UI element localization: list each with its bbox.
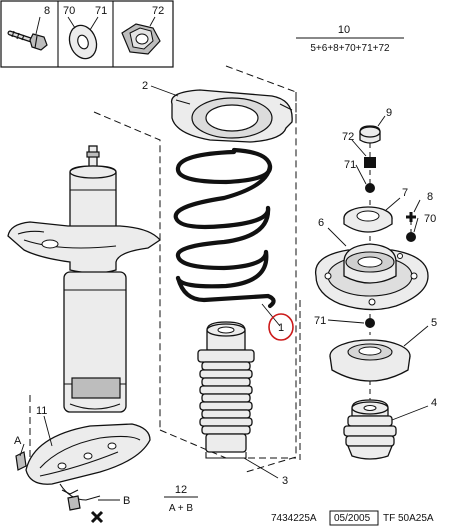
kit-code: 10 <box>338 24 350 36</box>
locknut-icon <box>121 23 161 55</box>
dust-boot <box>197 321 255 459</box>
callout-5: 5 <box>431 317 437 329</box>
callout-70: 70 <box>424 213 436 225</box>
screw-symbol <box>406 212 416 222</box>
callout-1-highlight <box>268 313 294 341</box>
thrust-bearing <box>329 339 411 382</box>
nut-symbol <box>364 157 376 168</box>
legend-label-72: 72 <box>152 5 164 17</box>
callout-71-lower: 71 <box>314 315 326 327</box>
callout-71-upper: 71 <box>344 159 356 171</box>
kit-formula: 10 5+6+8+70+71+72 <box>296 24 404 54</box>
parts-legend: 8 70 71 72 <box>0 0 174 68</box>
strut-mount <box>314 243 429 311</box>
footer-code: TF 50A25A <box>383 513 434 524</box>
callout-72: 72 <box>342 131 354 143</box>
boot-bellows <box>199 361 253 453</box>
washer-symbol-top <box>365 183 375 193</box>
bolt-icon <box>7 30 48 51</box>
leader-lines <box>19 85 429 501</box>
washer-symbol-side <box>406 232 416 242</box>
kit-formula-text: 5+6+8+70+71+72 <box>310 43 390 54</box>
callout-8: 8 <box>427 191 433 203</box>
footer-ref: 7434225A <box>271 513 317 524</box>
group-formula-text: A + B <box>169 503 194 514</box>
side-letter-a: A <box>14 435 22 447</box>
callout-7: 7 <box>402 187 408 199</box>
coil-spring <box>173 147 276 309</box>
washer-symbol-lower <box>365 318 375 328</box>
shock-absorber <box>7 145 161 413</box>
callout-4: 4 <box>431 397 437 409</box>
callout-labels: 1 2 3 4 5 6 7 8 9 11 70 71 71 72 A B <box>14 80 437 507</box>
legend-label-70: 70 <box>63 5 75 17</box>
footer-date: 05/2005 <box>334 513 371 524</box>
splash-shield <box>15 423 151 511</box>
legend-label-71: 71 <box>95 5 107 17</box>
callout-1: 1 <box>278 322 284 334</box>
group-code: 12 <box>175 484 187 496</box>
side-letter-b: B <box>123 495 130 507</box>
footer-reference: 7434225A 05/2005 TF 50A25A <box>271 510 434 526</box>
group-formula: 12 A + B <box>164 484 198 514</box>
bearing-plate <box>343 206 393 233</box>
top-cap <box>359 125 381 144</box>
callout-6: 6 <box>318 217 324 229</box>
clip-icon <box>90 510 104 524</box>
callout-2: 2 <box>142 80 148 92</box>
bump-stop <box>343 399 397 460</box>
callout-3: 3 <box>282 475 288 487</box>
callout-11: 11 <box>36 405 47 417</box>
upper-spring-seat <box>170 89 293 143</box>
legend-label-8: 8 <box>44 5 50 17</box>
callout-9: 9 <box>386 107 392 119</box>
washer-icon <box>68 24 98 60</box>
